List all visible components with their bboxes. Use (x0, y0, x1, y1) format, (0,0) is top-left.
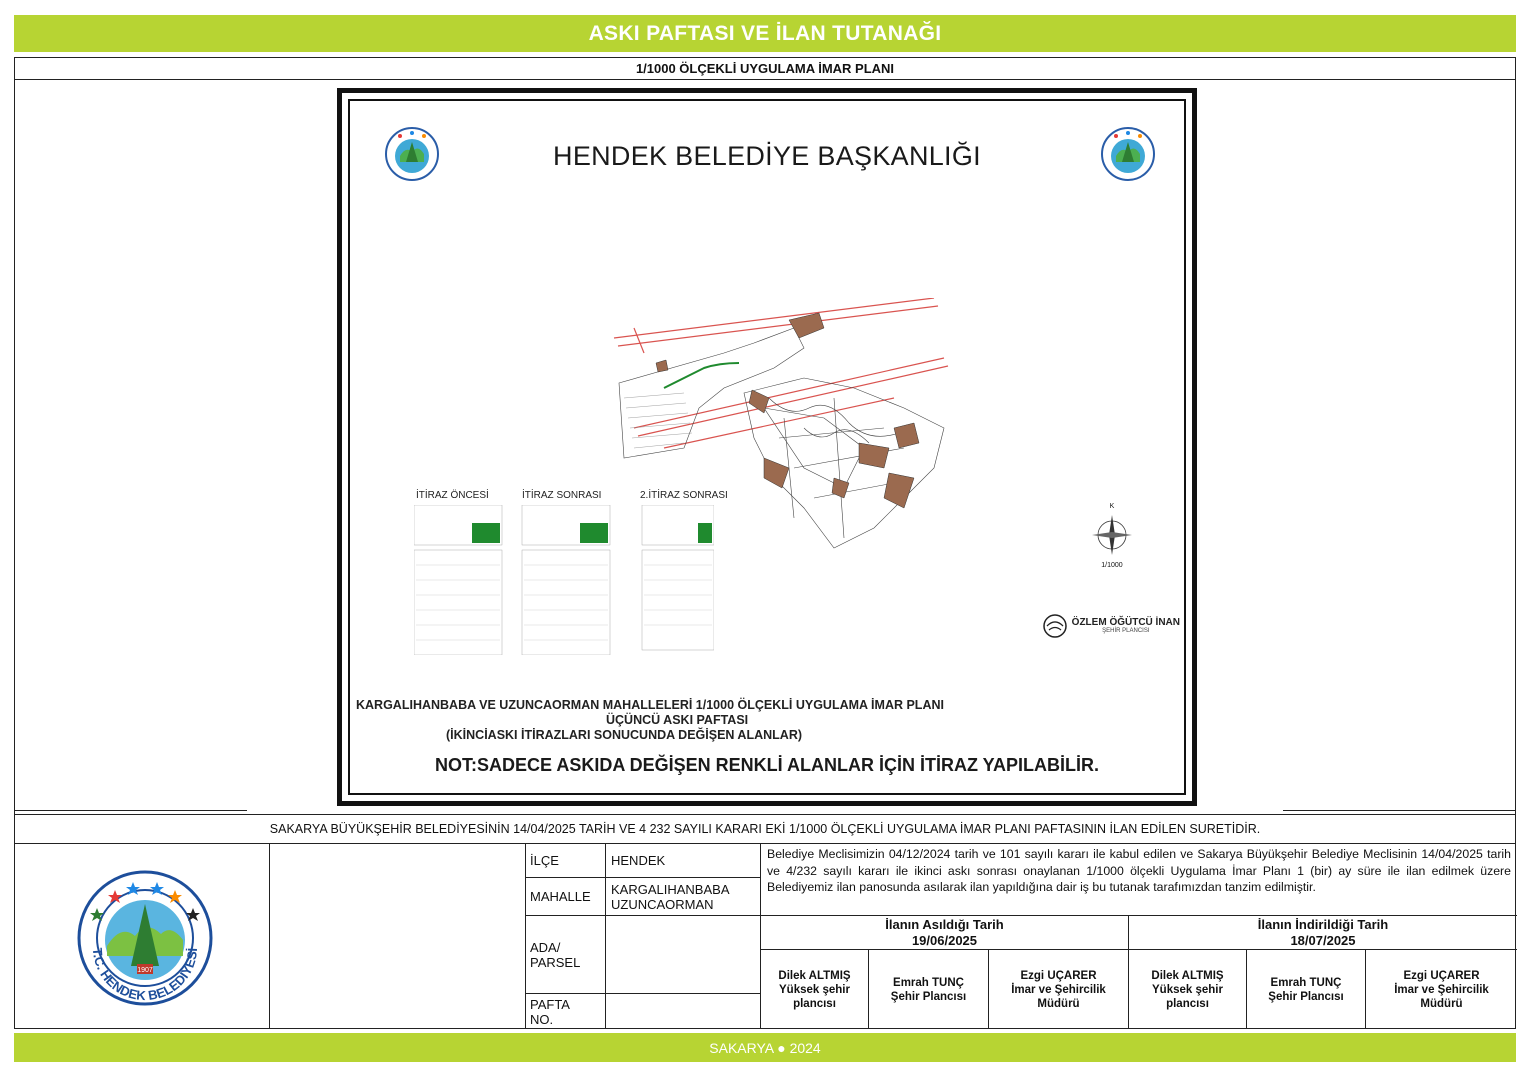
ada-parsel-value (606, 916, 761, 993)
logo-cell: 1907 T.C. HENDEK BELEDİYESİ (15, 844, 270, 1029)
description-line-1: KARGALIHANBABA VE UZUNCAORMAN MAHALLELER… (356, 698, 944, 712)
signature-name: Emrah TUNÇ (1270, 976, 1342, 989)
removed-date-cell: İlanın İndirildiği Tarih 18/07/2025 (1129, 916, 1517, 950)
ada-label-2: PARSEL (530, 954, 581, 970)
plan-subtitle: 1/1000 ÖLÇEKLİ UYGULAMA İMAR PLANI (15, 58, 1515, 80)
hendek-municipality-logo-icon: 1907 T.C. HENDEK BELEDİYESİ (77, 870, 213, 1006)
signature-name: Ezgi UÇARER (1020, 969, 1097, 982)
planner-logo-icon (1042, 614, 1067, 638)
signature-title: İmar ve Şehircilik (1394, 983, 1489, 996)
compass-icon (1092, 515, 1132, 555)
signature-title: Şehir Plancısı (1268, 990, 1344, 1003)
posted-date-label: İlanın Asıldığı Tarih (885, 917, 1004, 932)
record-paragraph: Belediye Meclisimizin 04/12/2024 tarih v… (761, 844, 1517, 916)
signature-5: Emrah TUNÇ Şehir Plancısı (1247, 950, 1366, 1029)
poster-title: HENDEK BELEDİYE BAŞKANLIĞI (553, 141, 981, 171)
objection-note: NOT:SADECE ASKIDA DEĞİŞEN RENKLİ ALANLAR… (434, 755, 1100, 775)
document-frame: 1/1000 ÖLÇEKLİ UYGULAMA İMAR PLANI HENDE… (14, 57, 1517, 1029)
description-line-2: ÜÇÜNCÜ ASKI PAFTASI (606, 713, 749, 727)
signature-title: plancısı (793, 997, 836, 1010)
signature-title: Şehir Plancısı (890, 990, 967, 1003)
announcement-record: Belediye Meclisimizin 04/12/2024 tarih v… (761, 844, 1517, 1029)
pafta-label-1: PAFTA (530, 996, 570, 1012)
announcement-poster: HENDEK BELEDİYE BAŞKANLIĞI (337, 88, 1197, 806)
area-tables-thumbnail (414, 505, 714, 655)
mahalle-value-1: KARGALIHANBABA (611, 881, 730, 897)
north-arrow: K 1/1000 (1082, 503, 1142, 593)
mahalle-label: MAHALLE (526, 878, 606, 915)
municipality-logo-right-icon (1101, 127, 1155, 181)
ilce-value: HENDEK (606, 844, 761, 877)
planner-stamp: ÖZLEM ÖĞÜTCÜ İNAN ŞEHİR PLANCISI (1042, 613, 1180, 639)
signature-1: Dilek ALTMIŞ Yüksek şehir plancısı (761, 950, 869, 1029)
declaration-text: SAKARYA BÜYÜKŞEHİR BELEDİYESİNİN 14/04/2… (15, 814, 1515, 844)
footer-banner: SAKARYA ● 2024 (14, 1033, 1516, 1062)
signature-title: Yüksek şehir (779, 983, 850, 996)
row-pafta-no: PAFTA NO. (526, 994, 761, 1029)
pafta-label-2: NO. (530, 1011, 554, 1027)
removed-date-label: İlanın İndirildiği Tarih (1257, 917, 1389, 932)
municipality-logo-left-icon (385, 127, 439, 181)
table-title-after: İTİRAZ SONRASI (522, 490, 602, 501)
ilce-label: İLÇE (526, 844, 606, 877)
description-line-3: (İKİNCİASKI İTİRAZLARI SONUCUNDA DEĞİŞEN… (446, 728, 803, 742)
signature-title: İmar ve Şehircilik (1011, 983, 1106, 996)
signature-4: Dilek ALTMIŞ Yüksek şehir plancısı (1129, 950, 1247, 1029)
signature-2: Emrah TUNÇ Şehir Plancısı (869, 950, 989, 1029)
pafta-label: PAFTA NO. (526, 994, 606, 1029)
signature-title: plancısı (1166, 997, 1209, 1010)
signature-3: Ezgi UÇARER İmar ve Şehircilik Müdürü (989, 950, 1129, 1029)
poster-inner-border (348, 99, 1186, 795)
page-title-banner: ASKI PAFTASI VE İLAN TUTANAĞI (14, 15, 1516, 52)
signature-name: Ezgi UÇARER (1403, 969, 1480, 982)
posted-date-value: 19/06/2025 (911, 933, 978, 948)
signature-name: Emrah TUNÇ (893, 976, 964, 989)
zoning-plan-map (613, 298, 949, 549)
pafta-value (606, 994, 761, 1029)
scale-label: 1/1000 (1101, 562, 1123, 569)
ada-parsel-label: ADA/ PARSEL (526, 916, 606, 993)
location-info-table: İLÇE HENDEK MAHALLE KARGALIHANBABA UZUNC… (526, 844, 761, 1029)
logo-year: 1907 (137, 967, 153, 974)
north-label: K (1109, 503, 1115, 510)
poster-description: KARGALIHANBABA VE UZUNCAORMAN MAHALLELER… (356, 698, 1036, 743)
planner-name: ÖZLEM ÖĞÜTCÜ İNAN (1071, 617, 1180, 628)
planner-role: ŞEHİR PLANCISI (1102, 628, 1150, 634)
divider-right (1283, 810, 1516, 811)
table-title-before: İTİRAZ ÖNCESİ (416, 490, 489, 501)
row-mahalle: MAHALLE KARGALIHANBABA UZUNCAORMAN (526, 878, 761, 916)
record-table: 1907 T.C. HENDEK BELEDİYESİ İLÇE HENDEK … (15, 844, 1517, 1029)
table-title-second-after: 2.İTİRAZ SONRASI (640, 490, 728, 501)
signature-name: Dilek ALTMIŞ (778, 969, 851, 982)
mahalle-value: KARGALIHANBABA UZUNCAORMAN (606, 878, 761, 915)
row-ada-parsel: ADA/ PARSEL (526, 916, 761, 994)
ada-label-1: ADA/ (530, 939, 561, 955)
mahalle-value-2: UZUNCAORMAN (611, 896, 714, 912)
signature-title: Müdürü (1420, 997, 1463, 1010)
signature-title: Yüksek şehir (1152, 983, 1223, 996)
signature-6: Ezgi UÇARER İmar ve Şehircilik Müdürü (1366, 950, 1517, 1029)
divider-left (15, 810, 247, 811)
posted-date-cell: İlanın Asıldığı Tarih 19/06/2025 (761, 916, 1129, 950)
signature-name: Dilek ALTMIŞ (1151, 969, 1224, 982)
row-ilce: İLÇE HENDEK (526, 844, 761, 878)
empty-cell (270, 844, 526, 1029)
signature-title: Müdürü (1037, 997, 1080, 1010)
removed-date-value: 18/07/2025 (1290, 933, 1356, 948)
